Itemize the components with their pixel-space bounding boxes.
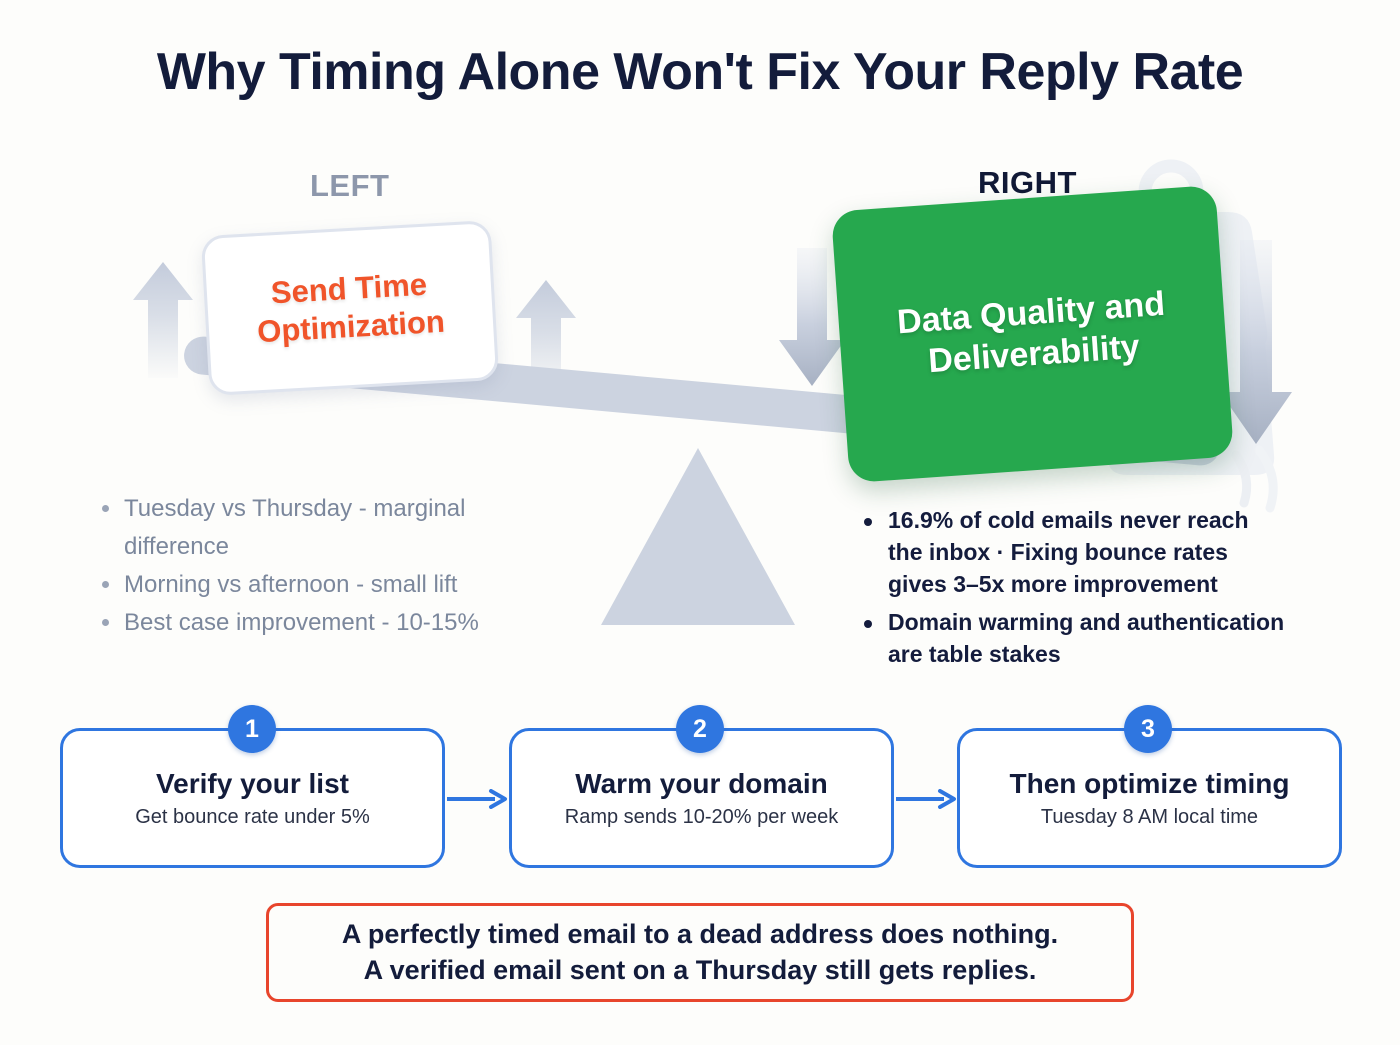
- data-quality-deliverability-card: Data Quality and Deliverability: [830, 184, 1235, 484]
- data-quality-deliverability-card-text: Data Quality and Deliverability: [870, 282, 1195, 386]
- connector-arrow-2-to-3: [896, 789, 956, 809]
- right-bullet-list: 16.9% of cold emails never reach the inb…: [858, 505, 1288, 677]
- card-left-line1: Send Time: [269, 266, 428, 311]
- callout-line-2: A verified email sent on a Thursday stil…: [363, 954, 1037, 985]
- step-subtitle: Tuesday 8 AM local time: [1040, 805, 1259, 828]
- step-subtitle: Ramp sends 10-20% per week: [564, 805, 839, 828]
- up-arrow-icon-1: [133, 262, 193, 378]
- step-title: Verify your list: [156, 767, 349, 799]
- step-badge-1: 1: [228, 705, 276, 753]
- summary-callout-text: A perfectly timed email to a dead addres…: [342, 917, 1058, 988]
- list-item: Best case improvement - 10-15%: [98, 604, 518, 642]
- left-bullet-list: Tuesday vs Thursday - marginal differenc…: [98, 490, 518, 642]
- list-item: Morning vs afternoon - small lift: [98, 566, 518, 604]
- connector-arrow-1-to-2: [447, 789, 507, 809]
- step-title: Warm your domain: [575, 767, 828, 799]
- scale-fulcrum: [601, 448, 795, 625]
- step-badge-3: 3: [1124, 705, 1172, 753]
- list-item: 16.9% of cold emails never reach the inb…: [858, 505, 1288, 601]
- left-side-label: LEFT: [310, 168, 390, 203]
- right-side-label: RIGHT: [978, 165, 1077, 200]
- list-item: Domain warming and authentication are ta…: [858, 607, 1288, 671]
- list-item: Tuesday vs Thursday - marginal differenc…: [98, 490, 518, 566]
- step-badge-2: 2: [676, 705, 724, 753]
- summary-callout-box: A perfectly timed email to a dead addres…: [266, 903, 1134, 1002]
- send-time-optimization-card-text: Send Time Optimization: [254, 265, 446, 351]
- send-time-optimization-card: Send Time Optimization: [200, 220, 500, 396]
- callout-line-1: A perfectly timed email to a dead addres…: [341, 918, 1059, 949]
- card-left-line2: Optimization: [256, 303, 446, 350]
- step-subtitle: Get bounce rate under 5%: [135, 805, 370, 828]
- steps-row: Verify your list Get bounce rate under 5…: [0, 700, 1400, 880]
- step-card-3[interactable]: Then optimize timing Tuesday 8 AM local …: [957, 728, 1342, 868]
- step-title: Then optimize timing: [1009, 767, 1290, 799]
- page-title: Why Timing Alone Won't Fix Your Reply Ra…: [156, 43, 1244, 101]
- up-arrow-icon-2: [516, 280, 576, 396]
